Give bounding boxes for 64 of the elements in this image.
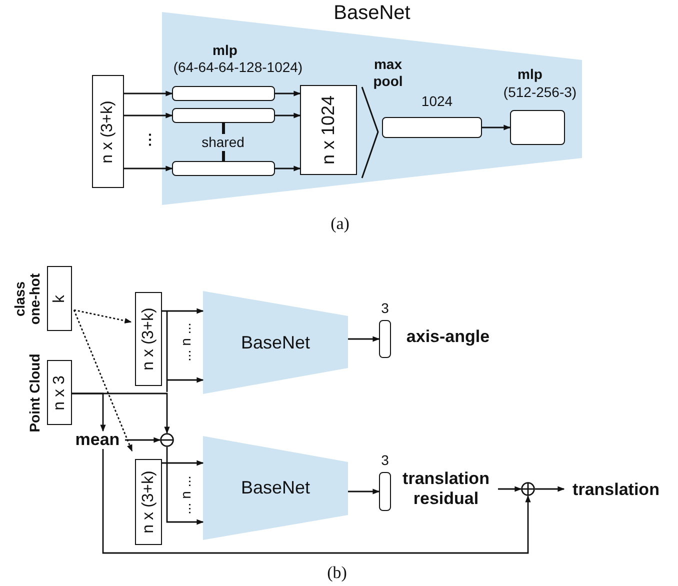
tensor-size: n x 1024 bbox=[318, 95, 338, 165]
layer-label: ⋮ bbox=[143, 131, 157, 149]
arrow bbox=[348, 488, 380, 494]
arrow bbox=[535, 486, 565, 492]
output-label: axis-angle bbox=[405, 327, 491, 348]
arrow bbox=[498, 486, 522, 492]
arrow bbox=[125, 437, 161, 443]
arrow bbox=[482, 124, 511, 130]
arrow bbox=[162, 460, 204, 466]
arrow bbox=[124, 90, 173, 96]
layer-bar bbox=[382, 117, 482, 138]
output-label: translation bbox=[564, 479, 668, 501]
layer-bar bbox=[379, 320, 391, 358]
arrow bbox=[73, 310, 133, 452]
arrow bbox=[124, 166, 173, 172]
arrow bbox=[102, 449, 531, 554]
arrow bbox=[74, 309, 132, 324]
tensor-size: n x (3+k) bbox=[140, 308, 158, 370]
tensor-size: n x (3+k) bbox=[99, 100, 117, 163]
layer-bar bbox=[172, 86, 275, 101]
arrow bbox=[124, 112, 173, 118]
tensor-size: n x 3 bbox=[50, 375, 68, 410]
input-name: class one-hot bbox=[10, 272, 44, 327]
ellipsis-note: ... n ... bbox=[177, 322, 194, 364]
arrow bbox=[162, 308, 204, 314]
layer-bar bbox=[172, 108, 275, 123]
tensor-size: n x (3+k) bbox=[140, 470, 158, 534]
tensor-box bbox=[47, 266, 72, 331]
layer-bar bbox=[379, 472, 391, 511]
output-label: translation residual bbox=[396, 468, 496, 510]
ellipsis-note: ... n ... bbox=[177, 474, 194, 516]
layer-label: mlp bbox=[516, 66, 544, 84]
arrow bbox=[275, 112, 301, 118]
layer-label: (512-256-3) bbox=[502, 84, 578, 102]
add-operator bbox=[521, 482, 535, 496]
dimension-number: 3 bbox=[380, 452, 390, 470]
arrow bbox=[275, 166, 301, 172]
network-name: BaseNet bbox=[240, 332, 312, 353]
output-label: mean bbox=[72, 431, 123, 449]
arrow bbox=[166, 447, 204, 525]
layer-label: max pool bbox=[372, 56, 404, 91]
tensor-box bbox=[135, 292, 162, 386]
dimension-number: 3 bbox=[380, 300, 390, 318]
layer-bar bbox=[172, 161, 275, 176]
layer-block bbox=[510, 110, 565, 145]
tensor-size: k bbox=[50, 294, 68, 302]
dimension-number: 1024 bbox=[420, 93, 454, 111]
tensor-box bbox=[47, 360, 72, 425]
tensor-box bbox=[300, 85, 357, 175]
arrow bbox=[348, 336, 380, 342]
panel-caption: (b) bbox=[326, 563, 348, 584]
arrow bbox=[275, 90, 301, 96]
network-name: BaseNet bbox=[240, 478, 312, 498]
network-name: BaseNet bbox=[332, 2, 412, 25]
subtract-operator bbox=[160, 433, 174, 447]
tensor-box bbox=[135, 459, 162, 545]
input-name: Point Cloud bbox=[26, 352, 44, 434]
layer-label: (64-64-64-128-1024) bbox=[172, 59, 304, 77]
network-trapezoid bbox=[203, 436, 348, 540]
arrow bbox=[72, 392, 106, 432]
network-trapezoid bbox=[203, 291, 348, 394]
layer-label: mlp bbox=[212, 42, 238, 60]
panel-caption: (a) bbox=[330, 214, 350, 235]
tensor-box bbox=[92, 75, 124, 188]
